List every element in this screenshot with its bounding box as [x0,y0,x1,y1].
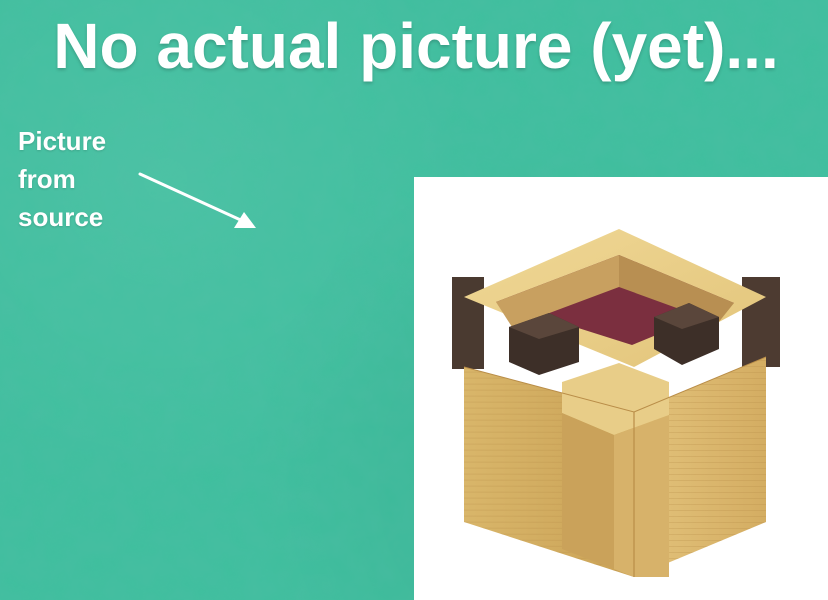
annotation-line-3: source [18,202,104,232]
annotation-line-1: Picture [18,126,107,156]
wooden-cube-puzzle-image [452,229,780,577]
arrow-icon [138,172,256,228]
annotation-line-2: from [18,164,76,194]
annotation-label: Picture from source [18,122,106,236]
page-headline: No actual picture (yet)... [53,10,779,82]
product-photo [414,177,828,600]
